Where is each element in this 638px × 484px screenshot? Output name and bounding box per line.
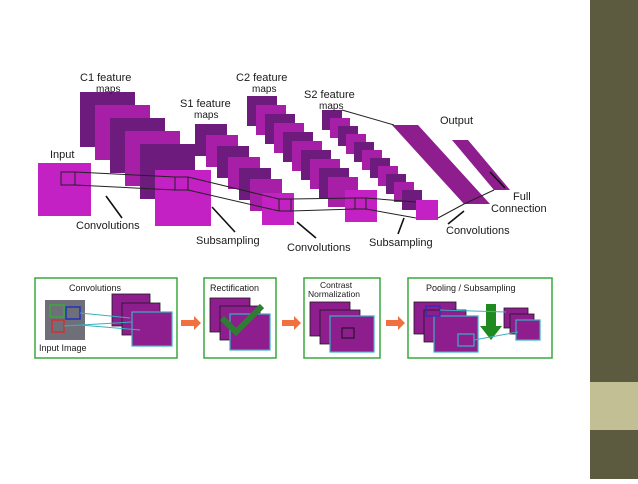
c2-label-line1: C2 feature	[236, 72, 287, 84]
convolutions-label-1: Convolutions	[76, 220, 140, 232]
pipeline: Convolutions Input Image	[34, 277, 553, 359]
pipeline-arrow	[282, 316, 301, 330]
conv-mapping-lines	[63, 312, 141, 331]
s1-label-line1: S1 feature	[180, 98, 231, 110]
s2-label-line2: maps	[319, 101, 343, 112]
conv-output-map	[131, 311, 173, 347]
convolutions-label-2: Convolutions	[287, 242, 351, 254]
label-pointers	[105, 171, 506, 239]
input-map	[38, 163, 91, 216]
down-arrow-icon	[480, 304, 502, 340]
subsampling-label-1: Subsampling	[196, 235, 260, 247]
s1-window	[278, 198, 292, 212]
input-image	[45, 300, 85, 340]
panel-title: Pooling / Subsampling	[426, 283, 516, 293]
input-label: Input	[50, 149, 74, 161]
contrast-normalization-panel: Contrast Normalization	[303, 277, 381, 359]
s1-map-front	[262, 193, 294, 225]
pipeline-arrow	[386, 316, 405, 330]
c2-label-line2: maps	[252, 84, 276, 95]
cnn-diagram: C1 feature maps S1 feature maps C2 featu…	[30, 68, 557, 359]
c2-window	[354, 197, 367, 210]
slide-sidebar-accent	[590, 382, 638, 430]
c1-label-line1: C1 feature	[80, 72, 131, 84]
s2-stack	[322, 110, 438, 220]
s1-stack	[195, 124, 294, 225]
s1-label-line2: maps	[194, 110, 218, 121]
s2-label-line1: S2 feature	[304, 89, 355, 101]
output-layer	[392, 125, 490, 204]
pooled-map	[515, 319, 541, 341]
pooling-window-blue	[425, 305, 441, 317]
panel-title: Rectification	[210, 283, 259, 293]
c1-map-front	[155, 170, 211, 226]
panel-title-line2: Normalization	[308, 289, 360, 299]
convolutions-panel: Convolutions Input Image	[34, 277, 178, 359]
input-image-label: Input Image	[39, 343, 87, 353]
filter-window-green	[49, 304, 65, 318]
pooling-mapping-lines	[439, 309, 519, 341]
input-window	[60, 171, 76, 186]
rectification-panel: Rectification	[203, 277, 277, 359]
connection-lines	[74, 109, 495, 219]
full-connection-label-line2: Connection	[491, 203, 547, 215]
normalized-map	[329, 315, 375, 353]
subsampling-label-2: Subsampling	[369, 237, 433, 249]
pipeline-arrow	[181, 316, 201, 330]
output-label: Output	[440, 115, 473, 127]
c1-label-line2: maps	[96, 84, 120, 95]
c2-stack	[247, 96, 377, 222]
panel-title: Convolutions	[69, 283, 122, 293]
s2-map-front	[416, 200, 438, 220]
full-connection-label-line1: Full	[513, 191, 531, 203]
normalization-window	[341, 327, 355, 339]
panel-title-line1: Contrast	[320, 280, 353, 290]
c1-stack	[80, 92, 211, 226]
checkmark-icon	[219, 303, 265, 337]
c1-window	[174, 176, 189, 191]
convolutions-label-3: Convolutions	[446, 225, 510, 237]
pooling-panel: Pooling / Subsampling	[407, 277, 553, 359]
top-diagram: C1 feature maps S1 feature maps C2 featu…	[30, 68, 557, 256]
c2-map-front	[345, 190, 377, 222]
